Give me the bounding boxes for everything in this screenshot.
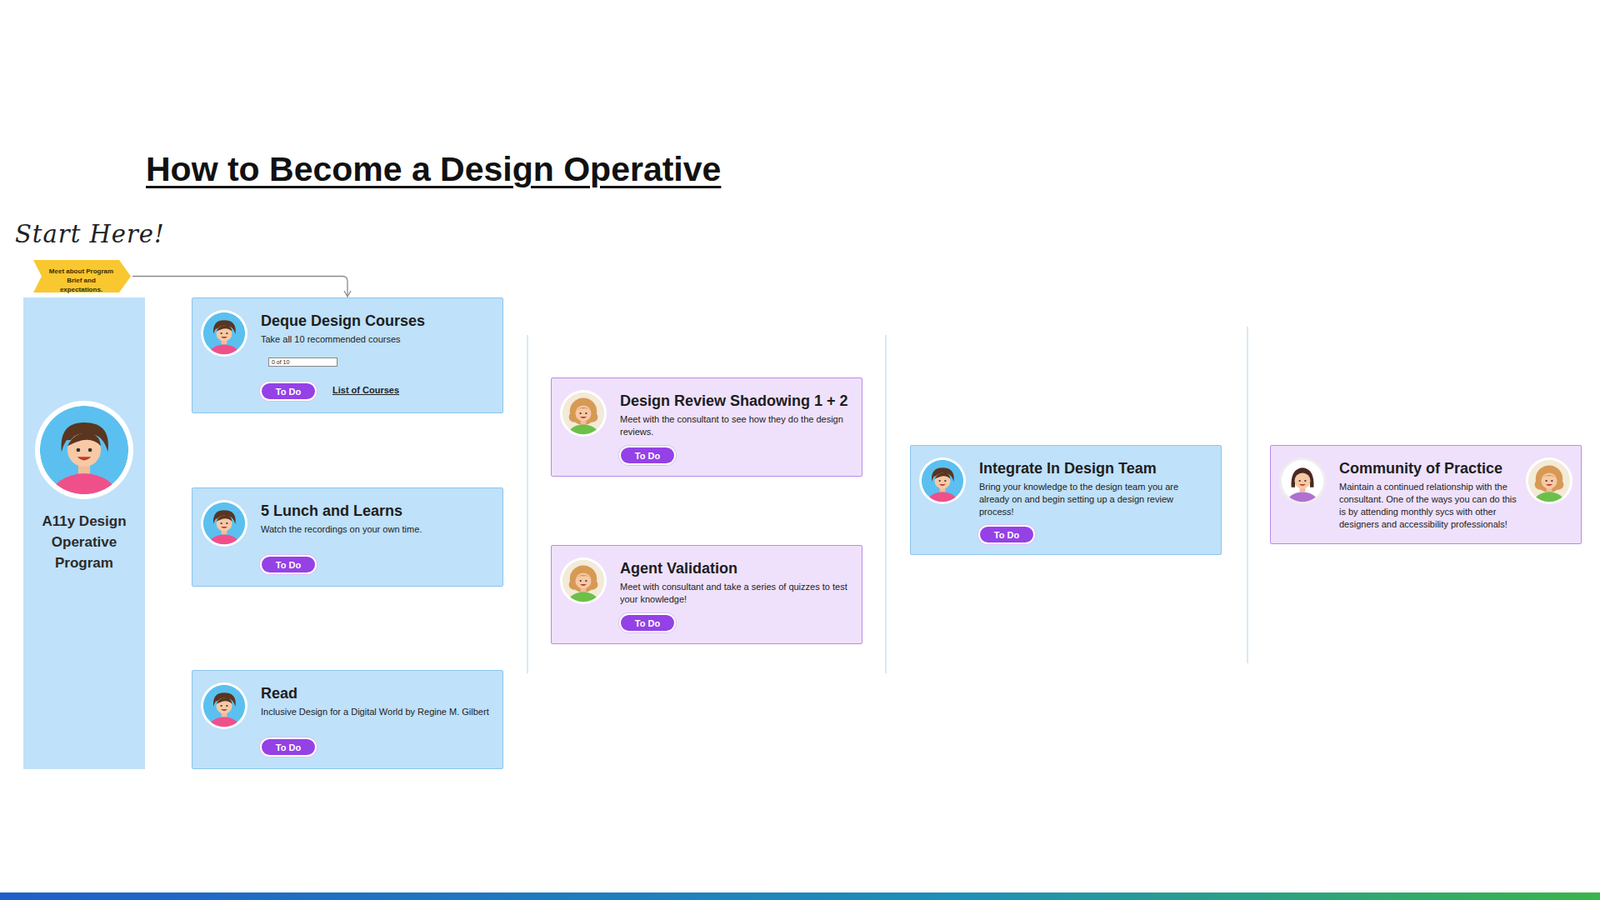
card-heading: Deque Design Courses — [260, 311, 491, 330]
todo-button: To Do — [260, 737, 317, 757]
handwritten-note: Start Here! — [15, 220, 165, 249]
avatar-svg — [560, 557, 607, 605]
step-card: ReadInclusive Design for a Digital World… — [191, 670, 504, 770]
step-card: Agent ValidationMeet with consultant and… — [550, 545, 863, 645]
button-label: To Do — [275, 386, 301, 397]
avatar-svg — [919, 457, 966, 505]
avatar-svg — [1525, 457, 1573, 505]
card-heading: Integrate In Design Team — [979, 459, 1210, 478]
avatar-portrait — [560, 557, 607, 608]
avatar-svg — [560, 390, 607, 437]
avatar-svg — [200, 682, 248, 730]
todo-button: To Do — [260, 381, 317, 401]
avatar-portrait — [1525, 457, 1573, 508]
step-card: Integrate In Design TeamBring your knowl… — [910, 445, 1222, 555]
card-body: Meet with consultant and take a series o… — [620, 580, 850, 606]
divider-line — [526, 335, 529, 674]
divider-line — [1246, 326, 1249, 664]
button-label: To Do — [994, 530, 1020, 540]
button-label: To Do — [275, 560, 301, 570]
program-name: A11y Design Operative Program — [28, 510, 140, 574]
step-card: Community of PracticeMaintain a continue… — [1270, 445, 1582, 545]
button-label: To Do — [635, 450, 660, 461]
avatar-portrait — [35, 400, 134, 503]
divider-line — [885, 335, 887, 674]
card-body: Watch the recordings on your own time. — [260, 523, 491, 536]
program-band: A11y Design Operative Program — [23, 297, 145, 770]
avatar-svg — [35, 400, 134, 500]
avatar-svg — [1279, 457, 1326, 505]
avatar-svg — [200, 500, 248, 547]
todo-button: To Do — [619, 445, 676, 465]
card-heading: Read — [260, 684, 491, 703]
start-tag: Meet about Program Brief and expectation… — [33, 260, 131, 293]
avatar-portrait — [200, 500, 248, 550]
card-body: Bring your knowledge to the design team … — [979, 480, 1210, 519]
avatar-portrait — [200, 682, 248, 733]
step-card: 5 Lunch and LearnsWatch the recordings o… — [191, 487, 504, 587]
todo-button: To Do — [260, 555, 317, 575]
avatar-svg — [200, 310, 248, 357]
avatar-portrait — [560, 390, 607, 440]
card-heading: 5 Lunch and Learns — [260, 501, 491, 520]
progress-bar: 0 of 10 — [268, 357, 338, 367]
flow-connector — [132, 276, 348, 298]
button-label: To Do — [635, 618, 660, 629]
step-card: Deque Design CoursesTake all 10 recommen… — [191, 297, 504, 414]
avatar-portrait — [1279, 457, 1326, 508]
avatar-portrait — [200, 310, 248, 360]
card-heading: Community of Practice — [1339, 459, 1518, 478]
todo-button: To Do — [619, 613, 676, 633]
card-body: Inclusive Design for a Digital World by … — [260, 705, 491, 719]
card-body: Maintain a continued relationship with t… — [1339, 480, 1518, 531]
button-label: To Do — [275, 742, 301, 753]
card-body: Meet with the consultant to see how they… — [620, 413, 850, 439]
course-link: List of Courses — [332, 385, 400, 395]
tag-text: Meet about Program Brief and expectation… — [46, 266, 116, 295]
card-body: Take all 10 recommended courses — [260, 333, 491, 346]
progress-text: 0 of 10 — [271, 358, 290, 366]
footer-bar — [0, 892, 1600, 900]
diagram-title: How to Become a Design Operative — [145, 150, 721, 190]
step-card: Design Review Shadowing 1 + 2 Meet with t… — [550, 377, 863, 477]
todo-button: To Do — [978, 525, 1035, 545]
card-heading: Agent Validation — [620, 559, 850, 578]
avatar-portrait — [919, 457, 966, 508]
card-heading: Design Review Shadowing 1 + 2 — [620, 391, 850, 410]
